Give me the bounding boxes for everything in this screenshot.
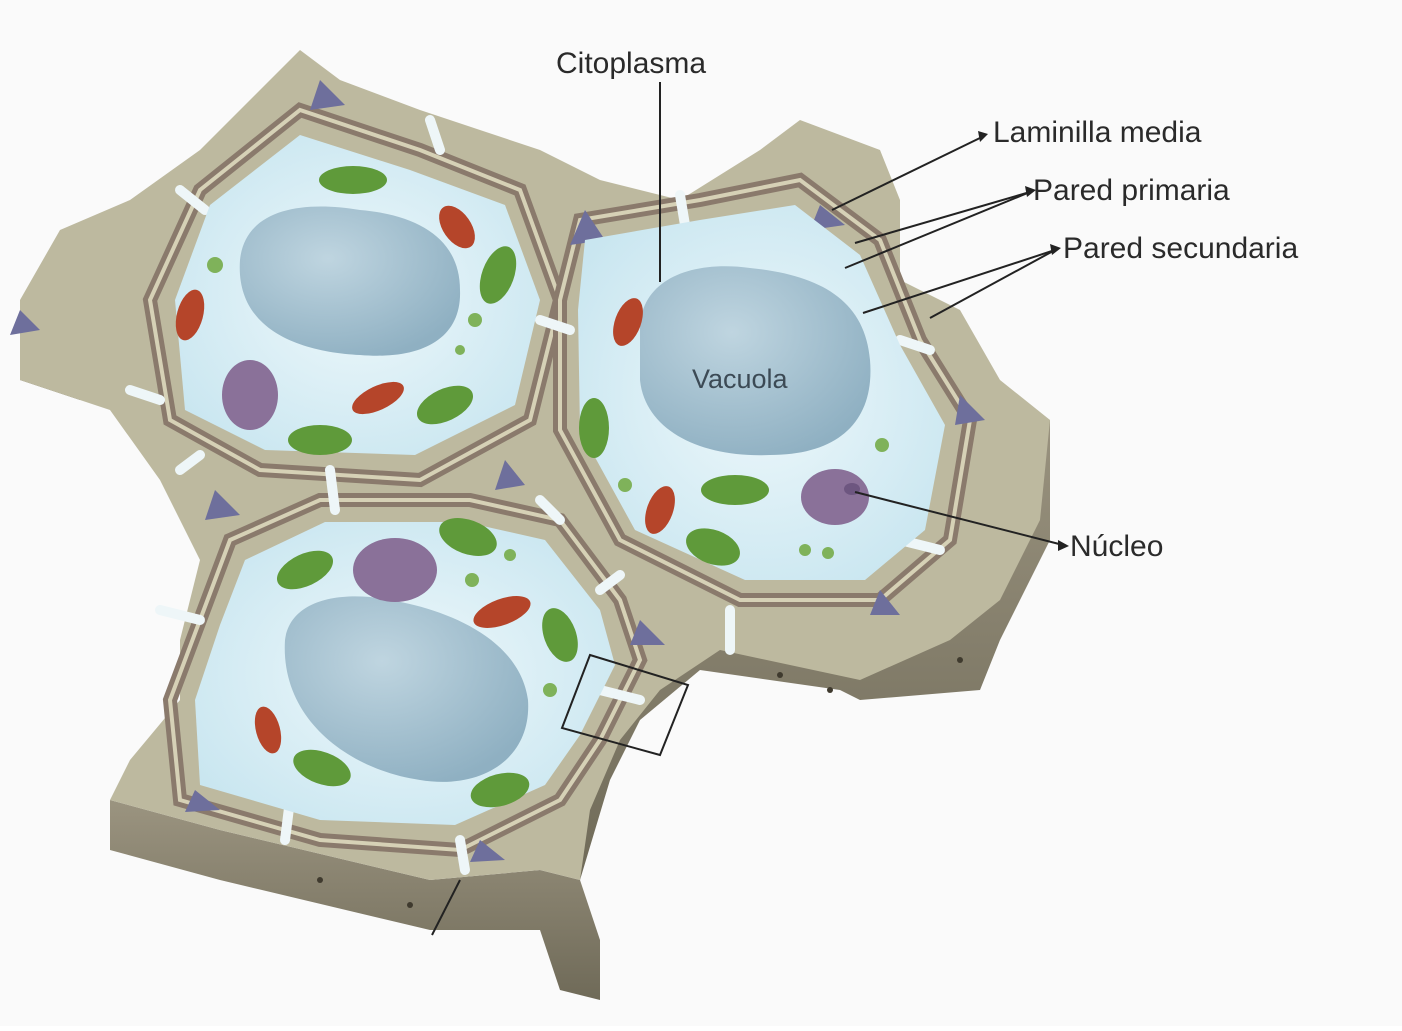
vesicle xyxy=(468,313,482,327)
vesicle xyxy=(875,438,889,452)
vesicle xyxy=(465,573,479,587)
chloroplast xyxy=(701,475,769,505)
label-nucleo: Núcleo xyxy=(1070,530,1163,563)
chloroplast xyxy=(579,398,609,458)
chloroplast xyxy=(288,425,352,455)
label-pared-primaria: Pared primaria xyxy=(1033,174,1230,207)
nucleus xyxy=(353,538,437,602)
vesicle xyxy=(618,478,632,492)
chloroplast xyxy=(319,166,387,194)
vesicle xyxy=(455,345,465,355)
label-laminilla-media: Laminilla media xyxy=(993,116,1202,149)
vesicle xyxy=(207,257,223,273)
nucleus xyxy=(801,469,869,525)
label-citoplasma: Citoplasma xyxy=(556,47,706,80)
label-pared-secundaria: Pared secundaria xyxy=(1063,232,1298,265)
vesicle xyxy=(822,547,834,559)
label-vacuola: Vacuola xyxy=(692,364,789,394)
nucleus xyxy=(222,360,278,430)
vesicle xyxy=(799,544,811,556)
vesicle xyxy=(504,549,516,561)
vesicle xyxy=(543,683,557,697)
